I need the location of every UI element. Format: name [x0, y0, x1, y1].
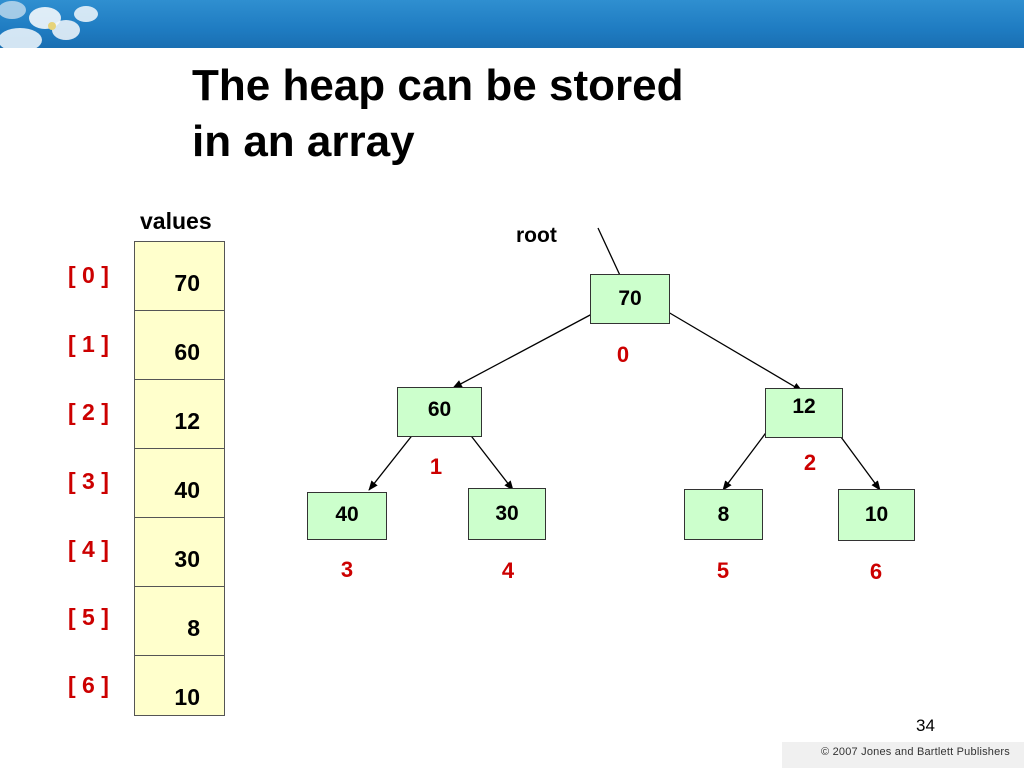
tree-node-index: 5	[716, 558, 730, 583]
header-banner	[0, 0, 1024, 48]
array-cell: 40	[135, 449, 224, 518]
tree-node-index: 3	[340, 557, 354, 582]
tree-node-index: 6	[869, 559, 883, 584]
array-index-label: [ 1 ]	[68, 331, 109, 357]
tree-node: 10	[838, 489, 915, 541]
copyright-text: © 2007 Jones and Bartlett Publishers	[821, 746, 1010, 758]
array-cell-value: 8	[187, 615, 200, 641]
array-index-label: [ 6 ]	[68, 672, 109, 698]
values-array: 70 60 12 40 30 8 10	[134, 241, 225, 716]
array-cell-value: 40	[174, 477, 200, 503]
footer-bar: © 2007 Jones and Bartlett Publishers	[782, 742, 1024, 768]
tree-node-value: 8	[717, 503, 730, 526]
array-cell: 10	[135, 656, 224, 717]
tree-node: 8	[684, 489, 763, 540]
tree-node: 60	[397, 387, 482, 437]
root-label: root	[516, 224, 557, 247]
tree-node-index: 4	[501, 558, 515, 583]
tree-node-index: 2	[803, 450, 817, 475]
array-index-label: [ 3 ]	[68, 468, 109, 494]
page-number: 34	[916, 716, 935, 735]
tree-node-value: 40	[335, 503, 359, 526]
array-cell-value: 10	[174, 684, 200, 710]
tree-node: 30	[468, 488, 546, 540]
tree-node: 70	[590, 274, 670, 324]
tree-node-value: 30	[495, 502, 519, 525]
tree-edge	[667, 311, 803, 392]
tree-node-value: 70	[618, 287, 642, 310]
tree-node-value: 10	[864, 503, 889, 526]
tree-edge	[464, 427, 514, 491]
array-cell: 70	[135, 242, 224, 311]
array-cell-value: 60	[174, 339, 200, 365]
tree-edge	[452, 313, 593, 389]
array-label: values	[140, 208, 212, 234]
array-index-label: [ 5 ]	[68, 604, 109, 630]
array-cell-value: 70	[174, 270, 200, 296]
tree-node-index: 0	[616, 342, 630, 367]
array-cell-value: 30	[174, 546, 200, 572]
array-cell-value: 12	[174, 408, 200, 434]
tree-edge	[368, 427, 419, 491]
array-index-label: [ 0 ]	[68, 262, 109, 288]
tree-node: 12	[765, 388, 843, 438]
array-cell: 30	[135, 518, 224, 587]
array-cell: 12	[135, 380, 224, 449]
tree-node: 40	[307, 492, 387, 540]
tree-node-value: 12	[792, 395, 816, 418]
array-cell: 8	[135, 587, 224, 656]
flower-decoration-icon	[0, 1, 98, 48]
tree-node-index: 1	[429, 454, 443, 479]
array-cell: 60	[135, 311, 224, 380]
array-index-label: [ 4 ]	[68, 536, 109, 562]
array-index-label: [ 2 ]	[68, 399, 109, 425]
tree-node-value: 60	[427, 398, 452, 421]
page-title: The heap can be stored in an array	[192, 61, 684, 166]
